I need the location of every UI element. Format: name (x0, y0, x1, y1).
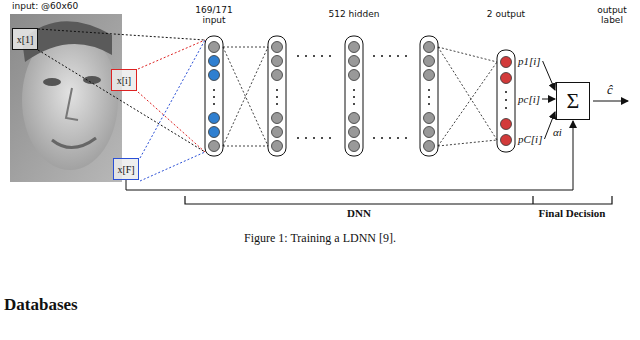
output-probability: pC[i] (517, 133, 543, 145)
patch-box: x[F] (113, 158, 139, 180)
layer-label: 2 output (487, 10, 525, 20)
output-probability: p1[i] (517, 55, 542, 67)
output-probability: pc[i] (517, 93, 541, 105)
node-text: x[1] (17, 34, 34, 45)
sum-box: Σ (556, 82, 590, 120)
output-symbol: ĉ (607, 83, 613, 97)
node-text: Σ (567, 88, 580, 114)
bracket-label: Final Decision (539, 207, 606, 219)
node-text: x[F] (117, 164, 134, 175)
section-heading: Databases (4, 296, 78, 315)
node-text: p1[i] (518, 55, 541, 67)
connector-arrow (543, 61, 555, 90)
layer-label: output label (590, 6, 634, 26)
node-text: pC[i] (518, 133, 542, 145)
connector-arrow (542, 99, 555, 100)
weight-symbol: αi (553, 126, 562, 138)
patch-box: x[1] (12, 28, 38, 50)
input-size-label: input: @60x60 (12, 2, 78, 12)
layer-label: 169/171 input (191, 6, 237, 26)
node-text: pc[i] (518, 93, 540, 105)
figure-caption: Figure 1: Training a LDNN [9]. (244, 232, 396, 245)
layer-label: 512 hidden (329, 10, 380, 20)
node-text: x[i] (117, 75, 131, 86)
bracket-label: DNN (347, 207, 371, 219)
connector-arrow (126, 121, 573, 190)
patch-box: x[i] (111, 69, 137, 91)
